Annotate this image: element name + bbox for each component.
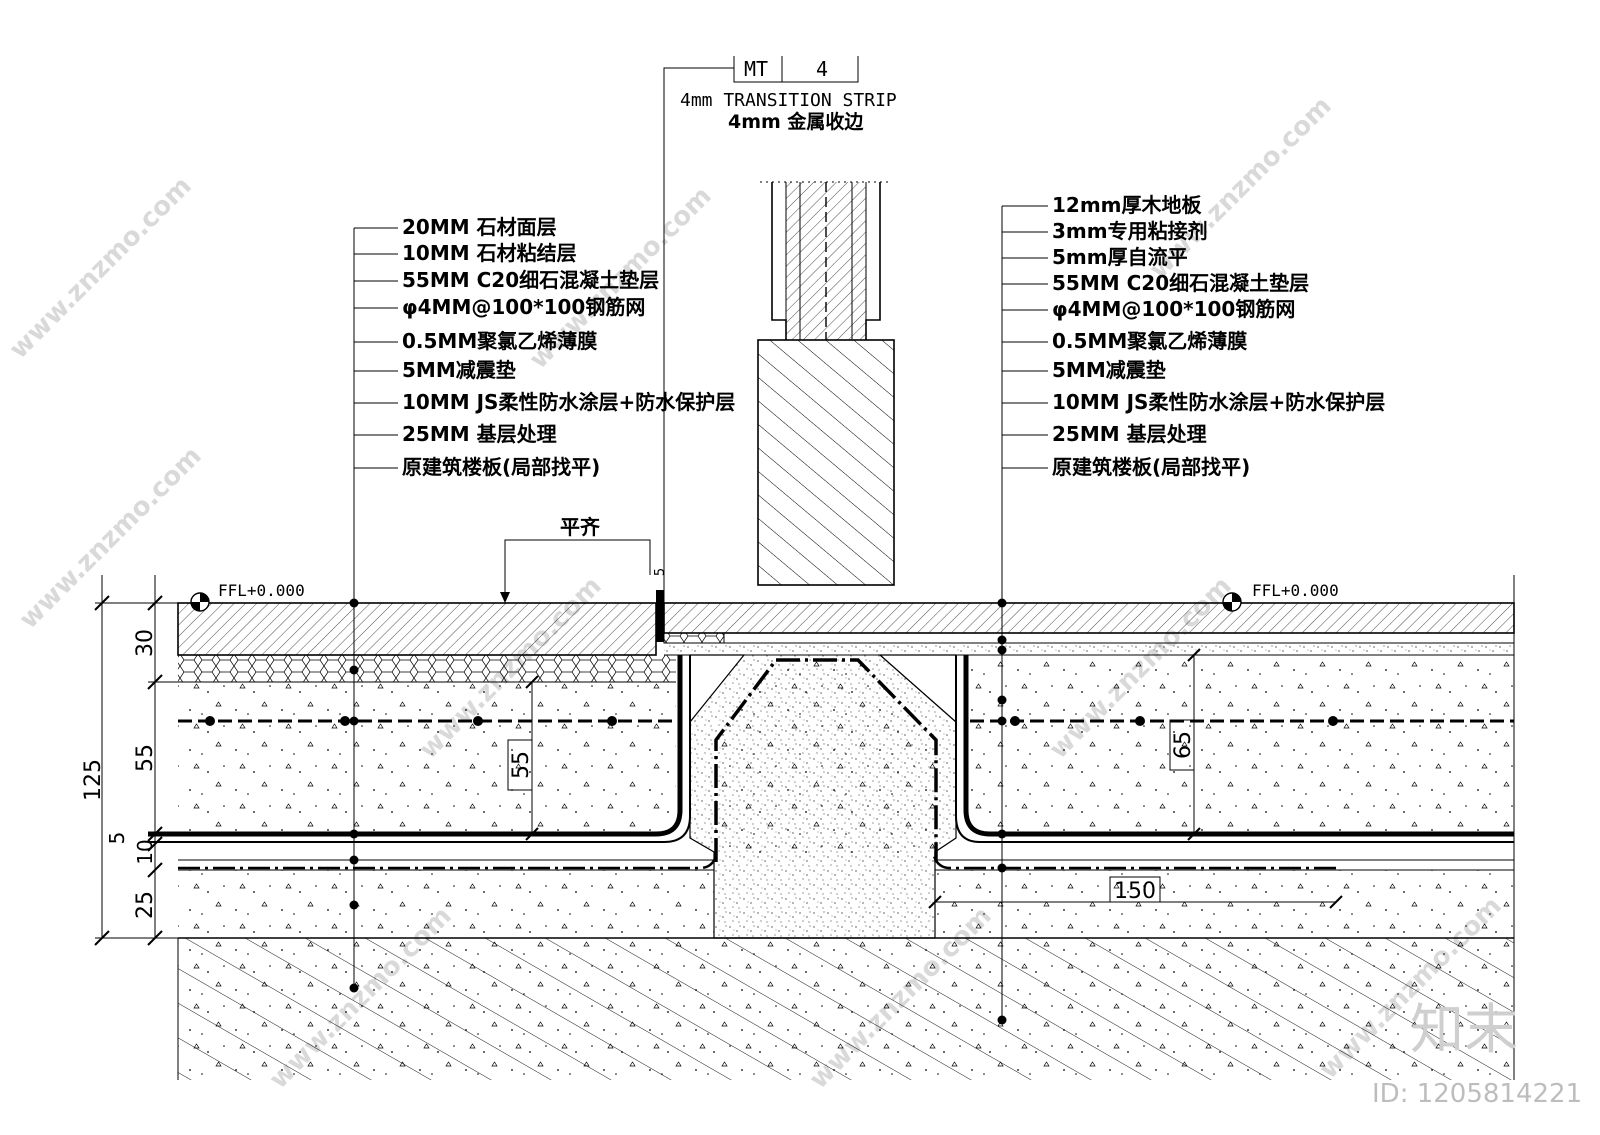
concrete-screed-left — [178, 682, 676, 832]
stone-layer-left — [178, 603, 656, 655]
right-label-item: 5MM减震垫 — [1052, 358, 1166, 382]
joint-fill — [716, 660, 936, 860]
dim-layer-5: 5 — [105, 832, 129, 845]
left-label-item: φ4MM@100*100钢筋网 — [402, 295, 645, 319]
waterproof-membrane-right — [963, 655, 1514, 837]
right-label-item: 55MM C20细石混凝土垫层 — [1052, 271, 1309, 295]
left-label-item: 10MM JS柔性防水涂层+防水保护层 — [402, 390, 735, 414]
right-label-item: φ4MM@100*100钢筋网 — [1052, 297, 1295, 321]
right-label-item: 25MM 基层处理 — [1052, 422, 1207, 446]
right-label-item: 3mm专用粘接剂 — [1052, 219, 1208, 243]
right-label-item: 0.5MM聚氯乙烯薄膜 — [1052, 329, 1247, 353]
left-label-item: 5MM减震垫 — [402, 358, 516, 382]
right-label-item: 10MM JS柔性防水涂层+防水保护层 — [1052, 390, 1385, 414]
dim-overall: 125 — [81, 759, 106, 801]
dim-layer-30: 30 — [133, 629, 158, 657]
wood-floor-right — [664, 603, 1514, 633]
right-label-item: 12mm厚木地板 — [1052, 193, 1203, 217]
dim-small-top: 5 — [653, 568, 668, 576]
flush-label: 平齐 — [560, 515, 601, 539]
tag-chinese: 4mm 金属收边 — [728, 110, 864, 133]
pvc-film-left — [178, 855, 718, 870]
watermark-brand: 知末 — [1410, 998, 1518, 1061]
joint-outline-dashed — [714, 658, 938, 862]
bedding-layer-left — [178, 655, 676, 682]
dim-bottom: 150 — [1114, 879, 1156, 904]
dim-inner-left: 55 — [509, 751, 534, 779]
tag-number: 4 — [816, 57, 828, 81]
left-label-item: 25MM 基层处理 — [402, 422, 557, 446]
concrete-screed-right — [964, 655, 1514, 832]
left-label-item: 10MM 石材粘结层 — [402, 241, 577, 265]
left-label-item: 0.5MM聚氯乙烯薄膜 — [402, 329, 597, 353]
dim-layer-25: 25 — [133, 891, 158, 919]
left-label-item: 20MM 石材面层 — [402, 215, 557, 239]
tag-code: MT — [744, 57, 768, 81]
waterproof-membrane-left — [148, 655, 683, 837]
right-label-item: 原建筑楼板(局部找平) — [1052, 455, 1250, 479]
ffl-left-label: FFL+0.000 — [218, 581, 305, 600]
dim-inner-right: 65 — [1171, 731, 1196, 759]
left-label-item: 原建筑楼板(局部找平) — [402, 455, 600, 479]
metal-transition-strip — [656, 590, 664, 642]
dim-layer-55: 55 — [133, 744, 158, 772]
left-label-item: 55MM C20细石混凝土垫层 — [402, 268, 659, 292]
ffl-right-label: FFL+0.000 — [1252, 581, 1339, 600]
ffl-marker-left — [190, 592, 210, 612]
watermark-text: www.znzmo.com — [4, 171, 198, 365]
ffl-marker-right — [1222, 592, 1242, 612]
dim-layer-10: 10 — [133, 839, 157, 864]
door-frame — [757, 181, 895, 586]
self-level-right — [664, 643, 1514, 655]
base-layer-left — [178, 870, 714, 938]
tag-english: 4mm TRANSITION STRIP — [680, 90, 897, 111]
right-label-item: 5mm厚自流平 — [1052, 245, 1188, 269]
watermark-id: ID: 1205814221 — [1372, 1079, 1582, 1109]
pvc-film-right — [932, 855, 1336, 870]
base-layer-right — [935, 870, 1514, 938]
